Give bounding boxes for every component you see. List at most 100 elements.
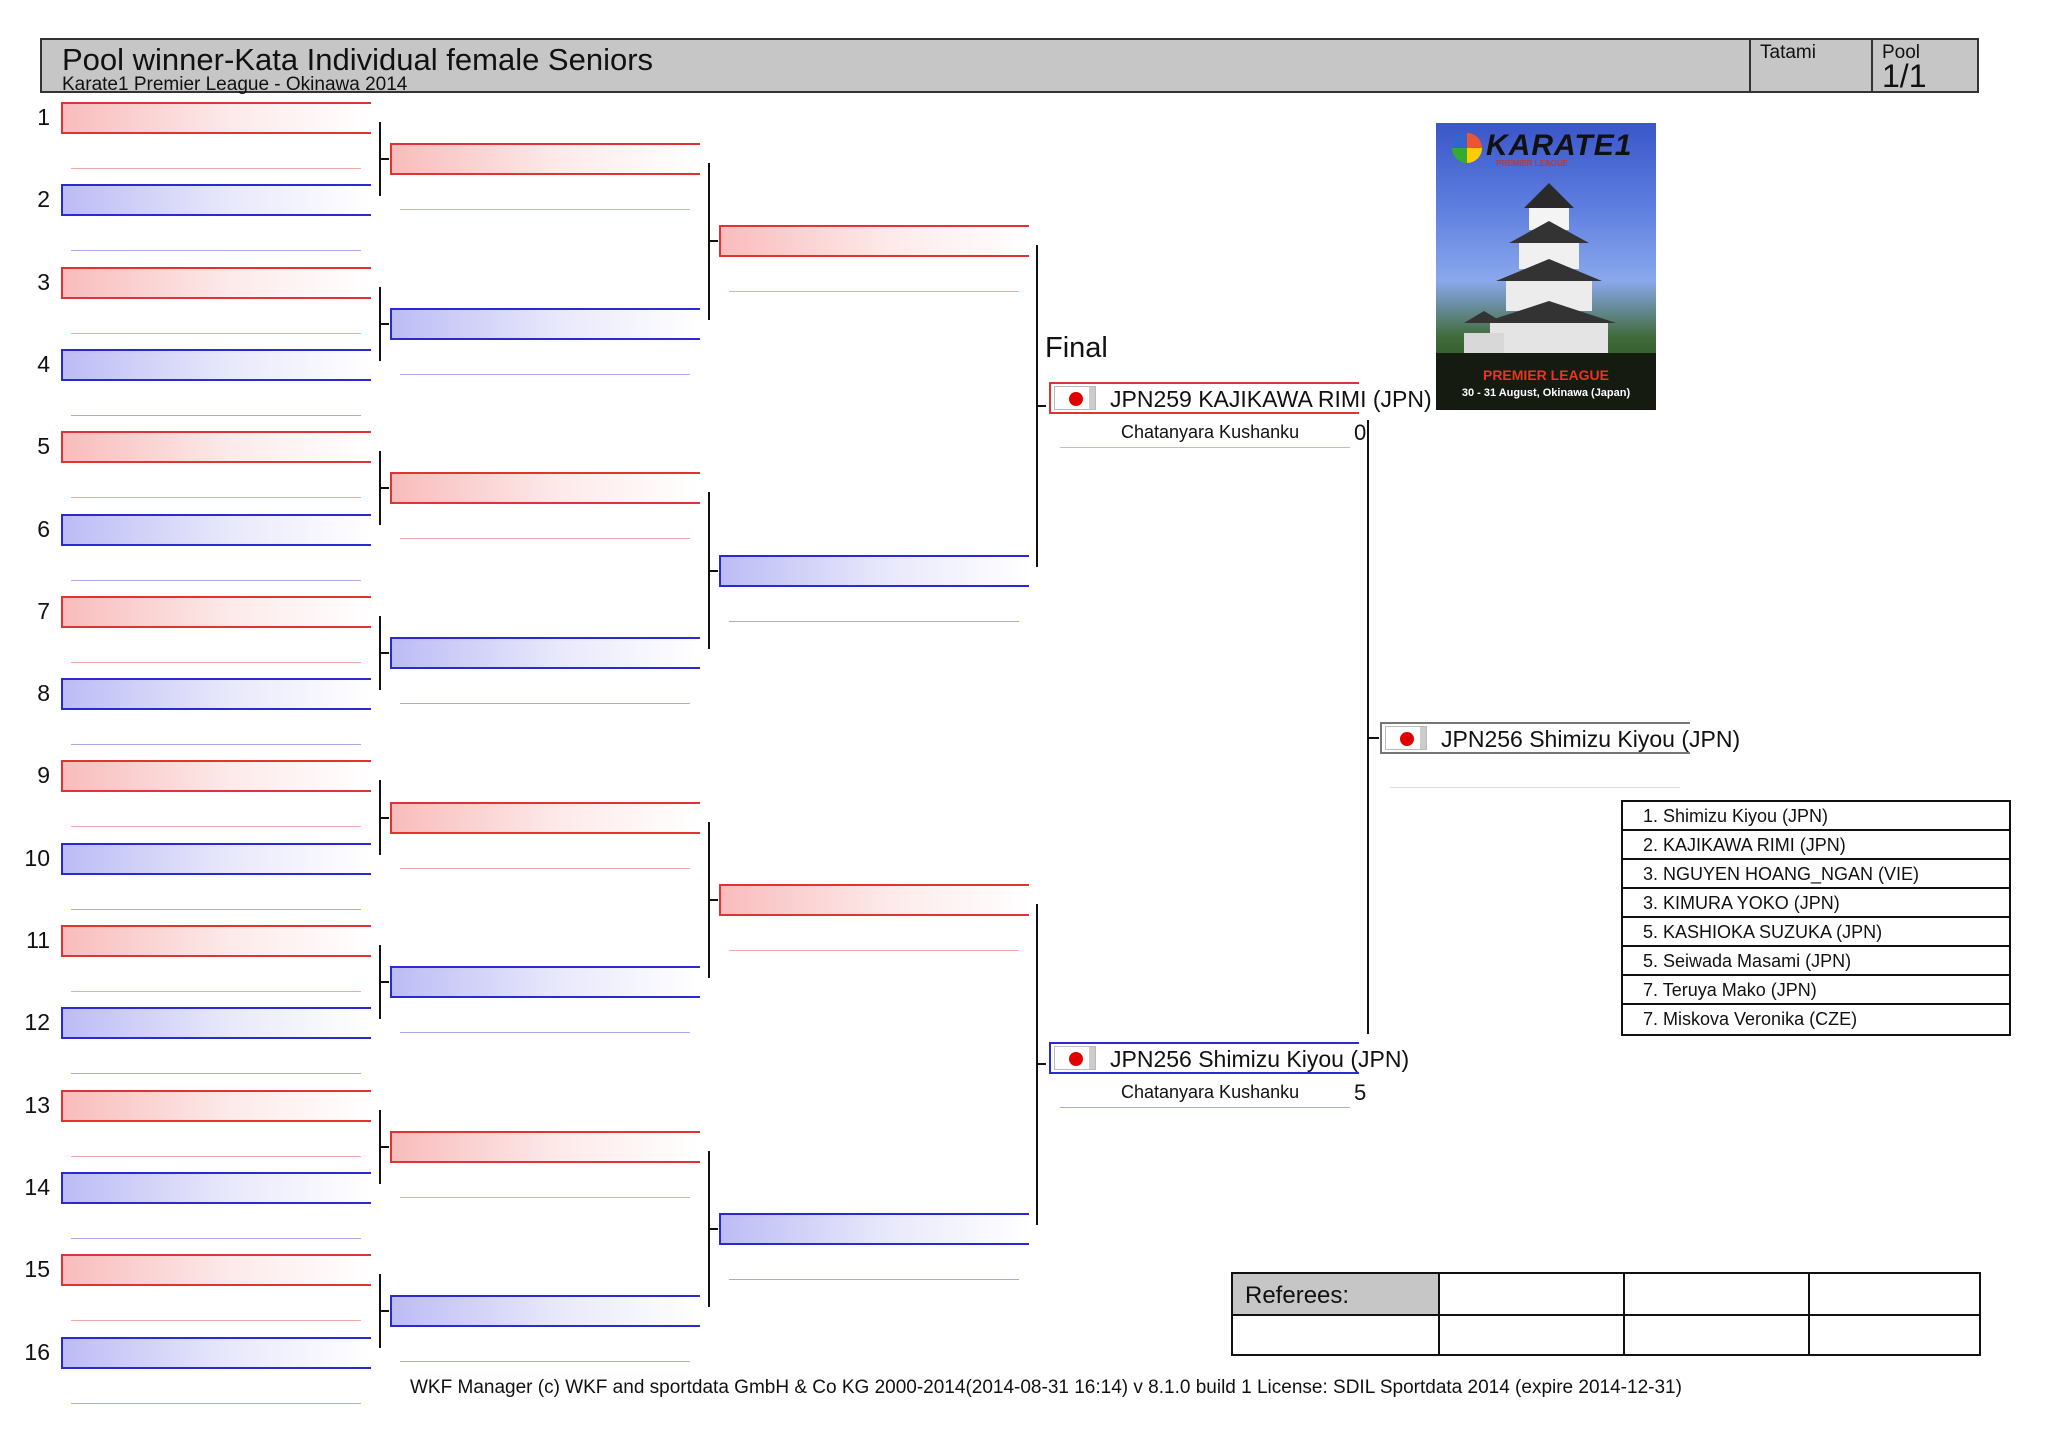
row-number: 10 [24, 844, 50, 871]
underline [71, 826, 361, 828]
result-text: 7. Teruya Mako (JPN) [1643, 980, 1817, 1000]
bracket-slot[interactable] [61, 1336, 371, 1369]
castle-icon [1464, 183, 1616, 363]
underline [71, 1402, 361, 1404]
result-row: 7. Teruya Mako (JPN) [1623, 976, 2009, 1005]
winner-slot[interactable]: JPN256 Shimizu Kiyou (JPN) [1380, 722, 1740, 754]
result-text: 5. KASHIOKA SUZUKA (JPN) [1643, 922, 1883, 942]
poster-date-text: 30 - 31 August, Okinawa (Japan) [1461, 387, 1631, 399]
bracket-slot[interactable] [390, 636, 700, 669]
underline [71, 661, 361, 663]
bracket-slot[interactable] [719, 225, 1029, 258]
bracket-slot[interactable] [61, 1171, 371, 1204]
header-divider [1871, 40, 1873, 91]
underline [71, 414, 361, 416]
bracket-slot[interactable] [61, 595, 371, 628]
bracket-slot[interactable] [719, 883, 1029, 916]
final-aka-slot[interactable]: JPN259 KAJIKAWA RIMI (JPN) [1049, 382, 1432, 414]
bracket-slot[interactable] [61, 1007, 371, 1040]
row-number: 12 [24, 1009, 50, 1036]
pool-title: Pool winner-Kata Individual female Senio… [62, 42, 654, 77]
final-connector [1367, 420, 1369, 1034]
bracket-slot[interactable] [61, 102, 371, 134]
row-number: 6 [37, 515, 50, 542]
final-ao-slot[interactable]: JPN256 Shimizu Kiyou (JPN) [1049, 1042, 1409, 1074]
underline [400, 209, 690, 211]
poster-band [1436, 353, 1656, 410]
footer-text: WKF Manager (c) WKF and sportdata GmbH &… [410, 1377, 1682, 1398]
bracket-slot[interactable] [719, 1213, 1029, 1246]
poster-event-text: PREMIER LEAGUE [1482, 367, 1609, 383]
row-number: 13 [24, 1091, 50, 1118]
underline [71, 1237, 361, 1239]
event-poster-image: KARATE1 PREMIER LEAGUE PREMIER LEAGUE 30… [1436, 123, 1656, 410]
row-number: 11 [26, 927, 50, 953]
bracket-connector [708, 569, 718, 572]
result-row: 3. NGUYEN HOANG_NGAN (VIE) [1623, 860, 2009, 889]
bracket-slot[interactable] [61, 842, 371, 875]
karate1-logo-icon [1452, 133, 1482, 163]
bracket-slot[interactable] [61, 431, 371, 464]
underline [729, 1279, 1019, 1281]
underline [729, 291, 1019, 293]
bracket-slot[interactable] [61, 1254, 371, 1287]
row-number: 3 [37, 268, 50, 295]
kata-name: Chatanyara Kushanku [1121, 422, 1300, 442]
underline [71, 1320, 361, 1322]
bracket-slot[interactable] [390, 143, 700, 176]
row-number: 7 [37, 597, 50, 624]
underline [1060, 447, 1350, 448]
winner-name: JPN256 Shimizu Kiyou (JPN) [1441, 726, 1741, 752]
underline [71, 332, 361, 334]
bracket-slot[interactable] [61, 513, 371, 546]
bracket-slot[interactable] [61, 925, 371, 957]
bracket-slot[interactable] [390, 801, 700, 834]
bracket-slot[interactable] [61, 348, 371, 381]
bracket-slot[interactable] [719, 554, 1029, 587]
bracket-slot[interactable] [61, 678, 371, 711]
bracket-slot[interactable] [390, 1295, 700, 1328]
underline [729, 949, 1019, 951]
underline [1390, 787, 1680, 788]
underline [71, 991, 361, 992]
bracket-connector [379, 487, 389, 490]
row-number: 1 [37, 104, 50, 130]
bracket-slot[interactable] [390, 472, 700, 505]
bracket-connector [708, 240, 718, 243]
bracket-connector [1036, 1063, 1046, 1066]
bracket-slot[interactable] [390, 1130, 700, 1163]
bracket-slot[interactable] [61, 1089, 371, 1122]
row-number: 15 [24, 1256, 50, 1283]
underline [400, 702, 690, 704]
bracket-slot[interactable] [61, 184, 371, 217]
bracket-connector [379, 981, 389, 984]
referees-label: Referees: [1245, 1282, 1350, 1309]
bracket-slot[interactable] [61, 266, 371, 299]
poster-logo-sub: PREMIER LEAGUE [1496, 159, 1569, 168]
result-row: 5. KASHIOKA SUZUKA (JPN) [1623, 918, 2009, 947]
row-number: 2 [37, 186, 50, 213]
underline [400, 1196, 690, 1198]
row-number: 14 [24, 1173, 50, 1200]
tatami-label: Tatami [1760, 42, 1816, 63]
result-text: 3. NGUYEN HOANG_NGAN (VIE) [1643, 864, 1920, 884]
bracket-slot[interactable] [390, 966, 700, 999]
row-number: 4 [37, 350, 50, 377]
table-line [1233, 1314, 1979, 1316]
result-row: 1. Shimizu Kiyou (JPN) [1623, 802, 2009, 831]
table-line [1808, 1274, 1810, 1354]
row-number: 5 [37, 433, 50, 460]
underline [71, 497, 361, 499]
underline [400, 1032, 690, 1034]
referees-header: Referees: [1233, 1274, 1438, 1314]
competitor-name: JPN256 Shimizu Kiyou (JPN) [1110, 1046, 1410, 1072]
bracket-connector [379, 322, 389, 325]
underline [71, 168, 361, 169]
underline [1060, 1107, 1350, 1108]
score: 0 [1354, 420, 1367, 445]
kata-name: Chatanyara Kushanku [1121, 1082, 1300, 1102]
row-number: 8 [37, 680, 50, 707]
bracket-slot[interactable] [61, 760, 371, 793]
bracket-slot[interactable] [390, 307, 700, 340]
underline [400, 538, 690, 540]
